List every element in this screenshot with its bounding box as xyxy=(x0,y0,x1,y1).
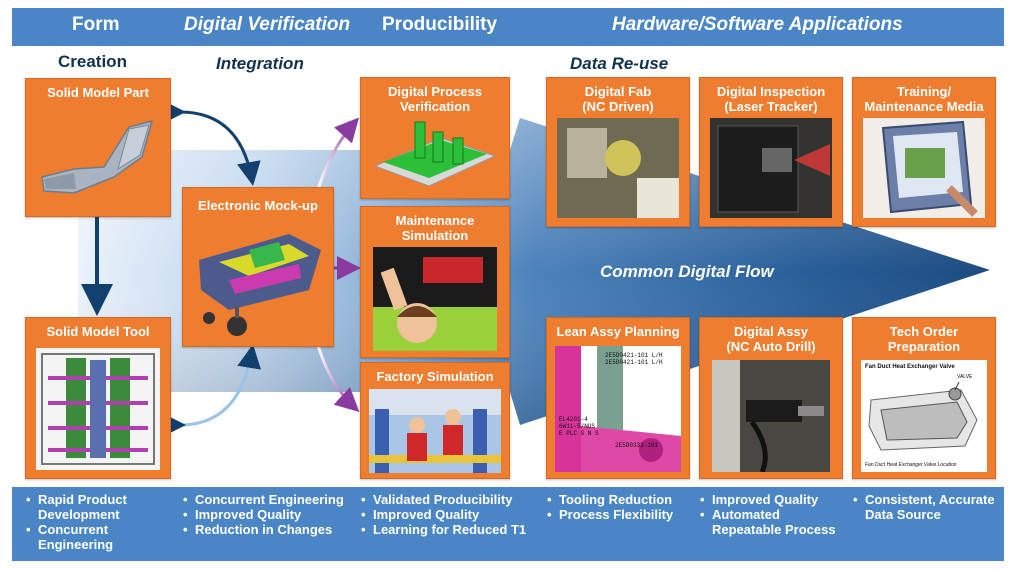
box-digital-process-verification: Digital Process Verification xyxy=(360,77,510,199)
tech-order-valve-label: VALVE xyxy=(957,374,973,380)
benefits-column-creation: Rapid Product Development Concurrent Eng… xyxy=(26,492,174,552)
benefit-item: Consistent, Accurate Data Source xyxy=(853,492,1003,522)
lean-label-group-b: EL4201-4 6W11-5/NUS E PLC S N S xyxy=(559,416,599,437)
box-digital-inspection: Digital Inspection (Laser Tracker) xyxy=(699,77,843,227)
header-producibility: Producibility xyxy=(382,14,498,35)
subheader-creation: Creation xyxy=(58,52,127,71)
digital-assy-image xyxy=(712,360,830,472)
box-title: Electronic Mock-up xyxy=(198,198,318,213)
box-title: Factory Simulation xyxy=(376,369,494,384)
lean-label: 2E5D0333-101 xyxy=(615,442,659,449)
benefits-column-producibility: Validated Producibility Improved Quality… xyxy=(361,492,541,537)
box-factory-simulation: Factory Simulation xyxy=(360,362,510,479)
training-media-image xyxy=(863,118,985,218)
solid-model-part-image xyxy=(41,119,154,194)
tech-order-image: Fan Duct Heat Exchanger Valve VALVE Fan … xyxy=(861,360,987,472)
box-solid-model-part: Solid Model Part xyxy=(25,78,171,217)
lean-assy-planning-image: 2E5D0421-101 L/H 2E5D0421-101 L/H EL4201… xyxy=(555,346,681,472)
digital-inspection-image xyxy=(710,118,832,218)
tool-mockup-curved-arrow xyxy=(161,344,261,438)
mockup-factory-arrow xyxy=(316,344,360,413)
box-digital-fab: Digital Fab (NC Driven) xyxy=(546,77,690,227)
digital-fab-image xyxy=(557,118,679,218)
box-training-media: Training/ Maintenance Media xyxy=(852,77,996,227)
box-title: Solid Model Part xyxy=(47,85,149,100)
solid-model-tool-image xyxy=(36,348,160,470)
mockup-verification-arrow xyxy=(316,117,359,191)
benefit-item: Improved Quality xyxy=(700,492,848,507)
maintenance-simulation-image xyxy=(373,247,497,351)
benefits-column-assy: Improved Quality Automated Repeatable Pr… xyxy=(700,492,848,537)
benefit-item: Automated Repeatable Process xyxy=(700,507,848,537)
box-maintenance-simulation: Maintenance Simulation xyxy=(360,206,510,358)
tech-order-caption: Fan Duct Heat Exchanger Valve Location xyxy=(865,462,957,468)
box-title: Digital Assy (NC Auto Drill) xyxy=(726,324,816,354)
benefit-item: Tooling Reduction xyxy=(547,492,697,507)
header-digital-verification: Digital Verification xyxy=(184,14,351,35)
box-lean-assy-planning: Lean Assy Planning 2E5D0421-101 L/H 2E5D… xyxy=(546,317,690,479)
lean-label: EL4201-4 xyxy=(559,416,588,423)
lean-label: 2E5D0421-101 L/H xyxy=(605,352,663,359)
process-verification-image xyxy=(373,121,497,187)
benefits-column-fab: Tooling Reduction Process Flexibility xyxy=(547,492,697,522)
box-title: Digital Process Verification xyxy=(388,84,482,114)
lean-label: 6W11-5/NUS xyxy=(559,423,596,430)
electronic-mockup-image xyxy=(199,234,321,336)
box-title: Solid Model Tool xyxy=(46,324,150,339)
benefit-item: Process Flexibility xyxy=(547,507,697,522)
header-bar xyxy=(12,8,1004,46)
box-tech-order-preparation: Tech Order Preparation Fan Duct Heat Exc… xyxy=(852,317,996,479)
box-title: Tech Order Preparation xyxy=(887,324,961,354)
lean-label: E PLC S N S xyxy=(559,430,599,437)
benefits-column-data-source: Consistent, Accurate Data Source xyxy=(853,492,1003,522)
benefit-item: Learning for Reduced T1 xyxy=(361,522,541,537)
common-digital-flow-label: Common Digital Flow xyxy=(600,262,774,281)
benefit-item: Rapid Product Development xyxy=(26,492,174,522)
box-title: Lean Assy Planning xyxy=(556,324,680,339)
factory-simulation-image xyxy=(369,389,501,473)
box-title: Digital Fab (NC Driven) xyxy=(582,84,654,114)
header-form: Form xyxy=(72,14,120,35)
lean-label: 2E5D0421-101 L/H xyxy=(605,359,663,366)
benefit-item: Improved Quality xyxy=(183,507,353,522)
tech-order-drawing xyxy=(868,381,978,451)
benefit-item: Concurrent Engineering xyxy=(183,492,353,507)
benefit-item: Validated Producibility xyxy=(361,492,541,507)
part-mockup-curved-arrow xyxy=(161,99,261,186)
box-electronic-mockup: Electronic Mock-up xyxy=(182,187,334,347)
box-title: Digital Inspection (Laser Tracker) xyxy=(716,84,826,114)
tech-order-diagram-title: Fan Duct Heat Exchanger Valve xyxy=(865,364,955,370)
subheader-data-reuse: Data Re-use xyxy=(570,54,669,73)
box-title: Training/ Maintenance Media xyxy=(864,84,984,114)
lean-assy-graphic xyxy=(555,346,681,472)
subheader-integration: Integration xyxy=(216,54,304,73)
benefit-item: Concurrent Engineering xyxy=(26,522,174,552)
benefit-item: Improved Quality xyxy=(361,507,541,522)
box-title: Maintenance Simulation xyxy=(395,213,475,243)
benefit-item: Reduction in Changes xyxy=(183,522,353,537)
box-solid-model-tool: Solid Model Tool xyxy=(25,317,171,479)
benefits-column-integration: Concurrent Engineering Improved Quality … xyxy=(183,492,353,537)
header-hw-sw-applications: Hardware/Software Applications xyxy=(612,14,903,35)
box-digital-assy: Digital Assy (NC Auto Drill) xyxy=(699,317,843,479)
lean-label-group-a: 2E5D0421-101 L/H 2E5D0421-101 L/H xyxy=(605,352,663,366)
